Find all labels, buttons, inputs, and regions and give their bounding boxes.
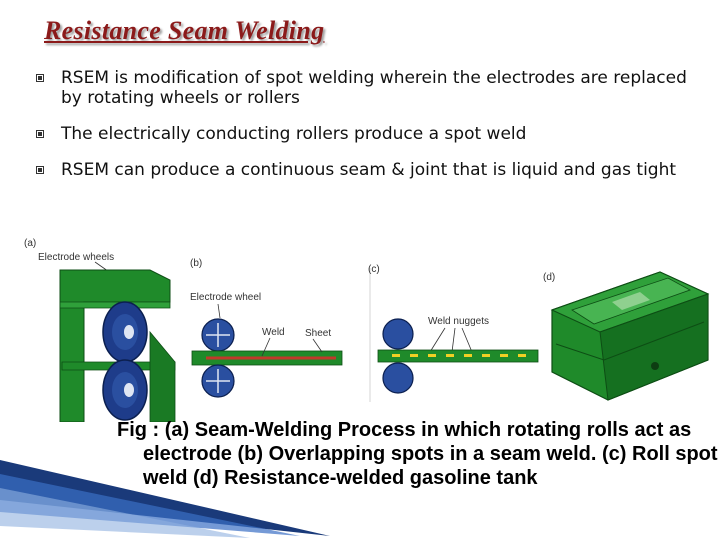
square-bullet-icon: [36, 130, 44, 138]
panel-a-tag: (a): [24, 238, 36, 249]
figure-caption: Fig : (a) Seam-Welding Process in which …: [117, 419, 718, 489]
filler-cap-icon: [651, 362, 659, 370]
bullet-item: The electrically conducting rollers prod…: [36, 124, 696, 144]
decorative-swoosh: [0, 460, 330, 538]
upper-roll: [382, 318, 414, 350]
weld-label: Weld: [262, 327, 285, 338]
seam-welding-figure: (a) Electrode wheels (b) Electrode wheel…: [24, 238, 710, 422]
weld-nuggets-label: Weld nuggets: [428, 316, 489, 327]
panel-a-label: Electrode wheels: [38, 252, 114, 263]
lower-roll: [382, 362, 414, 394]
bullet-text: RSEM can produce a continuous seam & joi…: [61, 160, 677, 180]
bullet-text: RSEM is modification of spot welding whe…: [61, 68, 687, 108]
panel-b-electrode-label: Electrode wheel: [190, 292, 261, 303]
panel-d: (d): [543, 271, 710, 401]
panel-b-tag: (b): [190, 258, 202, 269]
square-bullet-icon: [36, 74, 44, 82]
panel-c: (c) Weld nuggets: [368, 264, 539, 402]
sheet: [377, 349, 539, 363]
square-bullet-icon: [36, 166, 44, 174]
bullet-item: RSEM can produce a continuous seam & joi…: [36, 160, 696, 180]
bullet-text: The electrically conducting rollers prod…: [61, 124, 527, 144]
panel-d-tag: (d): [543, 272, 555, 283]
bullet-item: RSEM is modification of spot welding whe…: [36, 68, 696, 108]
slide-title: Resistance Seam Welding: [44, 16, 325, 45]
panel-c-tag: (c): [368, 264, 380, 275]
weld-nuggets: [392, 354, 526, 357]
sheet-label: Sheet: [305, 328, 331, 339]
panel-b: (b) Electrode wheel Weld Sheet: [190, 258, 343, 398]
bullet-list: RSEM is modification of spot welding whe…: [36, 68, 696, 196]
panel-a: (a) Electrode wheels: [24, 238, 176, 422]
